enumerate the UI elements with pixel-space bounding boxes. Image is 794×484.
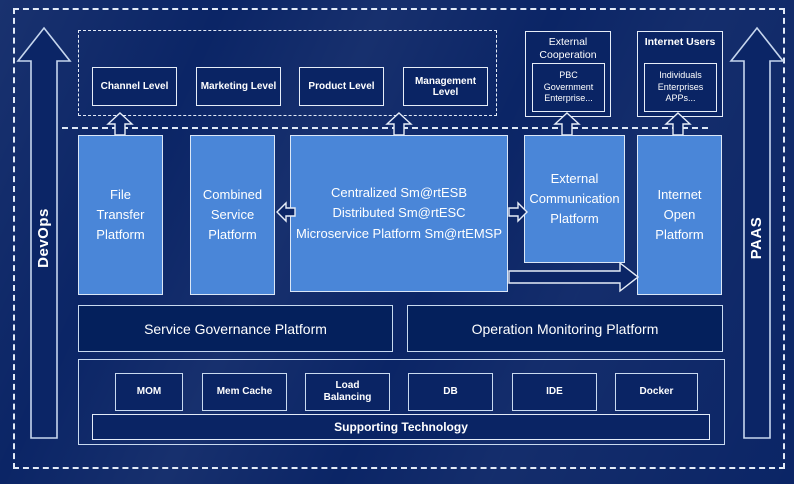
right-arrow-icon [508, 201, 528, 223]
external-cooperation-title: External Cooperation [539, 36, 597, 62]
external-communication-platform-box: External Communication Platform [524, 135, 625, 263]
flow-right-arrow-icon [508, 261, 640, 293]
horizontal-dashed-line [62, 127, 708, 129]
management-level-box: Management Level [403, 67, 488, 106]
paas-up-arrow-icon [729, 26, 785, 439]
devops-rail-label: DevOps [35, 208, 52, 268]
channel-level-box: Channel Level [92, 67, 177, 106]
supporting-technology-bar: Supporting Technology [92, 414, 710, 440]
up-arrow-icon [553, 112, 581, 136]
individuals-enterprises-apps-box: Individuals Enterprises APPs... [644, 63, 717, 112]
product-level-box: Product Level [299, 67, 384, 106]
internet-users-title: Internet Users [644, 36, 716, 48]
distributed-esc-line: Distributed Sm@rtESC [332, 205, 466, 221]
up-arrow-icon [664, 112, 692, 136]
pbc-government-enterprise-box: PBC Government Enterprise... [532, 63, 605, 112]
esb-esc-emsp-platform-box: Centralized Sm@rtESB Distributed Sm@rtES… [290, 135, 508, 292]
levels-dashed-group [78, 30, 497, 116]
microservice-emsp-line: Microservice Platform Sm@rtEMSP [295, 225, 503, 241]
up-arrow-icon [106, 112, 134, 136]
supporting-technology-group [78, 359, 725, 445]
marketing-level-box: Marketing Level [196, 67, 281, 106]
devops-up-arrow-icon [16, 26, 72, 439]
combined-service-platform-box: Combined Service Platform [190, 135, 275, 295]
paas-rail-label: PAAS [748, 216, 765, 260]
file-transfer-platform-box: File Transfer Platform [78, 135, 163, 295]
centralized-esb-line: Centralized Sm@rtESB [330, 185, 468, 201]
external-cooperation-box: External Cooperation PBC Government Ente… [525, 31, 611, 117]
internet-open-platform-box: Internet Open Platform [637, 135, 722, 295]
tech-box-mem-cache: Mem Cache [202, 373, 287, 411]
tech-box-mom: MOM [115, 373, 183, 411]
outer-dashed-border [13, 8, 785, 469]
internet-users-box: Internet Users Individuals Enterprises A… [637, 31, 723, 117]
tech-box-load-balancing: Load Balancing [305, 373, 390, 411]
operation-monitoring-platform-bar: Operation Monitoring Platform [407, 305, 723, 352]
tech-box-ide: IDE [512, 373, 597, 411]
left-arrow-icon [276, 201, 296, 223]
tech-box-db: DB [408, 373, 493, 411]
service-governance-platform-bar: Service Governance Platform [78, 305, 393, 352]
up-arrow-icon [385, 112, 413, 136]
tech-box-docker: Docker [615, 373, 698, 411]
